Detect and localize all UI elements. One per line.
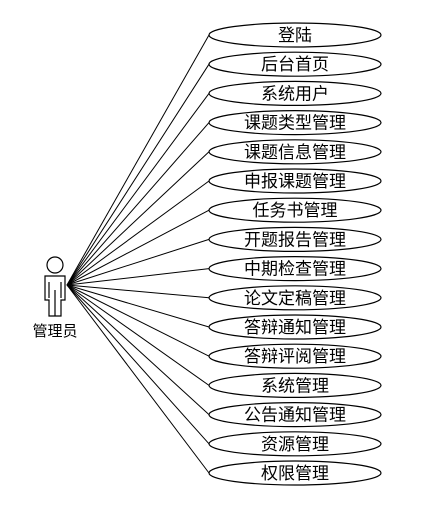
association-line — [66, 34, 210, 286]
use-case-label: 任务书管理 — [253, 201, 338, 221]
use-case-label: 开题报告管理 — [244, 230, 346, 250]
use-case-label: 公告通知管理 — [244, 406, 346, 426]
use-case: 课题类型管理 — [208, 109, 382, 136]
association-lines — [66, 34, 210, 474]
use-case: 课题信息管理 — [208, 139, 382, 165]
use-case-ellipse — [208, 168, 382, 194]
association-line — [66, 284, 210, 445]
use-case-label: 答辩评阅管理 — [244, 347, 346, 367]
use-case-ellipse — [208, 80, 382, 107]
use-case-label: 权限管理 — [261, 464, 329, 484]
use-case-ellipse — [208, 197, 382, 223]
use-case-label: 登陆 — [278, 26, 312, 46]
use-case: 后台首页 — [208, 51, 382, 77]
association-line — [66, 63, 210, 286]
association-line — [66, 284, 210, 474]
use-case-ellipse — [208, 256, 382, 282]
use-case-ellipse — [208, 139, 382, 165]
use-case: 中期检查管理 — [208, 256, 382, 282]
actor-label: 管理员 — [32, 322, 77, 340]
use-case: 权限管理 — [208, 460, 382, 486]
use-case-ellipse — [208, 314, 382, 340]
use-case-label: 系统用户 — [261, 84, 329, 104]
use-case-label: 课题类型管理 — [244, 114, 346, 134]
association-line — [66, 284, 210, 415]
use-case-label: 资源管理 — [261, 435, 329, 455]
use-case: 开题报告管理 — [208, 226, 382, 252]
use-case: 论文定稿管理 — [208, 285, 382, 311]
use-case-label: 答辩通知管理 — [244, 318, 346, 338]
association-line — [66, 284, 210, 386]
use-case: 任务书管理 — [208, 197, 382, 223]
use-case: 资源管理 — [208, 431, 382, 457]
association-line — [66, 284, 210, 299]
use-case-ellipse — [208, 109, 382, 136]
association-line — [66, 284, 210, 328]
use-case: 公告通知管理 — [208, 402, 382, 428]
association-line — [66, 151, 210, 286]
actor-administrator: 管理员 — [32, 256, 78, 340]
association-line — [66, 93, 210, 286]
association-line — [66, 209, 210, 286]
use-case-ellipse — [208, 402, 382, 428]
use-case-label: 课题信息管理 — [244, 143, 346, 163]
use-case-label: 后台首页 — [261, 55, 329, 75]
person-icon — [44, 256, 66, 317]
use-case-label: 系统管理 — [261, 376, 329, 396]
use-case: 系统用户 — [208, 80, 382, 107]
use-case: 申报课题管理 — [208, 168, 382, 194]
association-line — [66, 284, 210, 357]
use-case: 答辩评阅管理 — [208, 343, 382, 369]
use-case-label: 论文定稿管理 — [244, 289, 346, 309]
use-case: 系统管理 — [208, 372, 382, 398]
association-line — [66, 268, 210, 286]
use-case-ellipse — [208, 226, 382, 252]
use-case-ellipse — [208, 343, 382, 369]
use-case-ellipse — [208, 431, 382, 457]
use-case-label: 申报课题管理 — [244, 172, 346, 192]
use-case-ellipse — [208, 285, 382, 311]
association-line — [66, 180, 210, 286]
use-case-ellipse — [208, 460, 382, 486]
use-case-ellipse — [208, 22, 382, 48]
association-line — [66, 122, 210, 286]
use-case-label: 中期检查管理 — [244, 260, 346, 280]
use-case: 答辩通知管理 — [208, 314, 382, 340]
use-case-ellipse — [208, 372, 382, 398]
use-case-ellipse — [208, 51, 382, 77]
use-case: 登陆 — [208, 22, 382, 48]
use-case-list: 登陆后台首页系统用户课题类型管理课题信息管理申报课题管理任务书管理开题报告管理中… — [208, 22, 382, 486]
association-line — [66, 238, 210, 286]
